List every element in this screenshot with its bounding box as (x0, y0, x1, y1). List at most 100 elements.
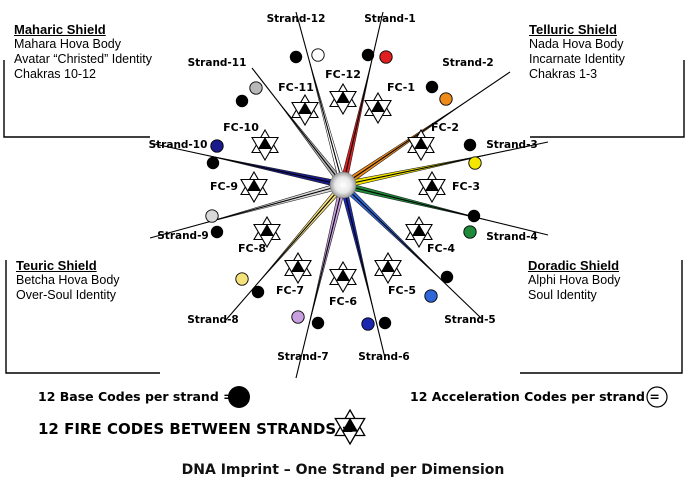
fire-code-label: FC-2 (431, 121, 459, 134)
strand-line-4 (342, 184, 549, 236)
diagram-labels: FC-1FC-2FC-3FC-4FC-5FC-6 FC-7 FC-8 FC-9 FC-1… (149, 13, 538, 363)
acceleration-code-dot (205, 209, 219, 223)
fire-code-stars (240, 82, 446, 294)
base-code-dot (289, 50, 303, 64)
strand-line-10 (149, 142, 344, 186)
base-code-dot (425, 80, 439, 94)
strand-label: Strand-10 (149, 139, 208, 151)
acceleration-code-dot (210, 139, 224, 153)
fire-code-star (251, 128, 279, 162)
strand-line-8 (224, 184, 344, 322)
strand-label: Strand-6 (358, 351, 410, 363)
telluric-shield-line: Chakras 1-3 (529, 67, 598, 81)
base-code-dot (361, 48, 375, 62)
fire-code-label: FC-3 (452, 180, 480, 193)
telluric-connector (530, 60, 685, 138)
doradic-shield-line: Alphi Hova Body (528, 273, 621, 287)
code-dots (205, 48, 482, 331)
acceleration-code-dot (379, 50, 393, 64)
strand-label: Strand-1 (364, 13, 416, 25)
strand-line-11 (251, 67, 344, 186)
telluric-shield-box: Telluric Shield Nada Hova Body Incarnate… (529, 22, 649, 82)
fire-code-label: FC-5 (388, 284, 416, 297)
acceleration-code-dot (249, 81, 263, 95)
fire-code-label: FC-11 (278, 81, 314, 94)
acceleration-code-dot (311, 48, 325, 62)
base-code-dot (206, 156, 220, 170)
fire-code-label: FC-8 (238, 242, 266, 255)
acceleration-code-dot (439, 92, 453, 106)
base-code-dot-icon (228, 386, 250, 408)
telluric-shield-title: Telluric Shield (529, 22, 617, 37)
fire-code-label: FC-10 (223, 121, 259, 134)
base-code-dot (235, 94, 249, 108)
doradic-shield-line: Soul Identity (528, 288, 597, 302)
strand-spokes (149, 11, 549, 379)
fire-code-label: FC-6 (329, 295, 357, 308)
connectors (3, 60, 685, 374)
teuric-shield-line: Over-Soul Identity (16, 288, 117, 302)
fire-code-star (291, 93, 319, 127)
center-hub (329, 171, 357, 199)
acceleration-code-dot (468, 156, 482, 170)
fire-code-label: FC-9 (210, 180, 238, 193)
acceleration-code-dot-icon (646, 386, 668, 408)
fire-code-star (364, 91, 392, 125)
teuric-shield-title: Teuric Shield (16, 258, 97, 273)
fire-code-label: FC-4 (427, 242, 455, 255)
strand-label: Strand-5 (444, 314, 496, 326)
maharic-shield-title: Maharic Shield (14, 22, 106, 37)
base-code-dot (251, 285, 265, 299)
strand-label: Strand-11 (188, 57, 247, 69)
strand-line-7 (295, 184, 344, 379)
base-code-dot (210, 225, 224, 239)
strand-line-6 (342, 184, 386, 359)
fire-code-star (240, 170, 268, 204)
fire-code-star (253, 215, 281, 249)
fire-code-star (329, 260, 357, 294)
telluric-shield-line: Incarnate Identity (529, 52, 625, 66)
strand-label: Strand-12 (267, 13, 326, 25)
strand-label: Strand-3 (486, 139, 538, 151)
acceleration-code-dot (291, 310, 305, 324)
acceleration-code-dot (424, 289, 438, 303)
fire-code-star (329, 82, 357, 116)
maharic-shield-line: Mahara Hova Body (14, 37, 122, 51)
fire-code-star (407, 128, 435, 162)
fire-code-label: FC-1 (387, 81, 415, 94)
base-codes-legend: 12 Base Codes per strand = (38, 389, 234, 404)
fire-code-star (284, 251, 312, 285)
strand-label: Strand-9 (157, 230, 209, 242)
maharic-shield-box: Maharic Shield Mahara Hova Body Avatar “… (14, 22, 164, 82)
maharic-connector (3, 60, 150, 138)
strand-line-5 (342, 184, 482, 319)
strand-line-3 (342, 141, 549, 186)
maharic-shield-line: Avatar “Christed” Identity (14, 52, 153, 66)
strand-label: Strand-7 (277, 351, 329, 363)
acceleration-code-dot (463, 225, 477, 239)
fire-code-star (374, 251, 402, 285)
fire-code-star (418, 170, 446, 204)
base-code-dot (463, 138, 477, 152)
telluric-shield-line: Nada Hova Body (529, 37, 624, 51)
strand-label: Strand-4 (486, 231, 538, 243)
diagram-caption: DNA Imprint – One Strand per Dimension (181, 462, 505, 478)
doradic-connector (520, 260, 683, 374)
teuric-shield-box: Teuric Shield Betcha Hova Body Over-Soul… (16, 258, 146, 303)
strand-line-1 (342, 11, 384, 186)
fire-code-star-icon (334, 408, 366, 446)
fire-codes-legend: 12 FIRE CODES BETWEEN STRANDS = (38, 420, 354, 438)
teuric-connector (5, 260, 160, 374)
fire-code-label: FC-7 (276, 284, 304, 297)
strand-line-12 (295, 11, 344, 186)
strand-label: Strand-2 (442, 57, 494, 69)
doradic-shield-box: Doradic Shield Alphi Hova Body Soul Iden… (528, 258, 648, 303)
strand-line-9 (149, 184, 344, 239)
base-code-dot (378, 316, 392, 330)
fire-code-star (405, 215, 433, 249)
acceleration-code-dot (235, 272, 249, 286)
doradic-shield-title: Doradic Shield (528, 258, 620, 273)
maharic-shield-line: Chakras 10-12 (14, 67, 96, 81)
